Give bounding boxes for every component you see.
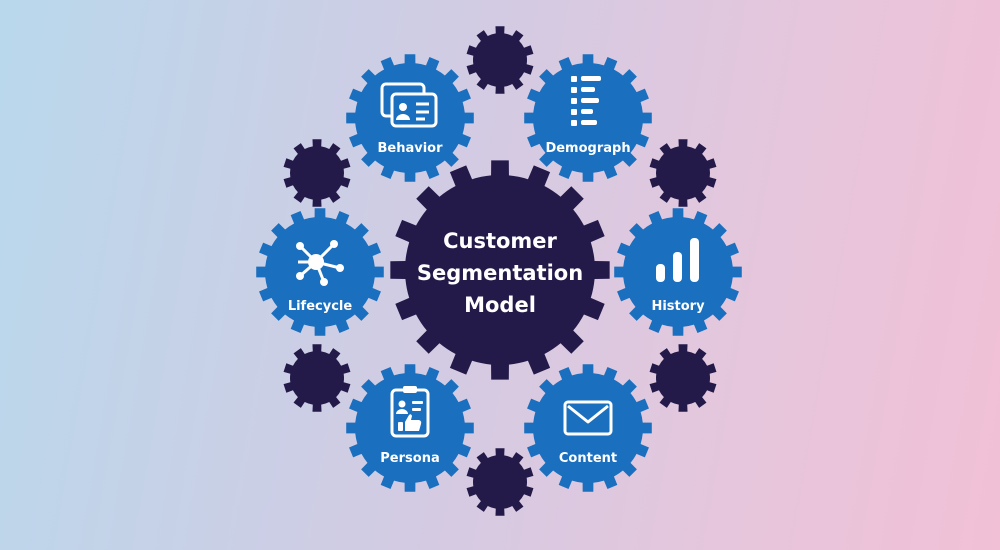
content-gear xyxy=(524,364,652,492)
segment-demograph-label: Demograph xyxy=(545,141,630,156)
demograph-gear xyxy=(524,54,652,182)
segment-persona-label: Persona xyxy=(380,451,439,466)
bar-chart-icon xyxy=(656,238,699,282)
segment-persona[interactable]: Persona xyxy=(346,364,474,492)
segment-content-label: Content xyxy=(559,451,617,466)
envelope-icon xyxy=(563,400,613,436)
segment-content[interactable]: Content xyxy=(524,364,652,492)
segment-behavior[interactable]: Behavior xyxy=(346,54,474,182)
segment-lifecycle-label: Lifecycle xyxy=(288,299,353,314)
small-gear xyxy=(466,448,534,516)
clipboard-thumbs-up-icon xyxy=(390,386,430,438)
segment-history-label: History xyxy=(651,299,705,314)
small-gear xyxy=(283,139,351,207)
center-gear: Customer Segmentation Model xyxy=(390,160,610,380)
network-icon xyxy=(296,240,344,286)
segment-history[interactable]: History xyxy=(614,208,742,336)
profile-cards-icon xyxy=(380,82,438,128)
small-gear xyxy=(466,26,534,94)
center-title-line3: Model xyxy=(464,293,536,317)
segment-demograph[interactable]: Demograph xyxy=(524,54,652,182)
list-icon xyxy=(571,76,601,126)
small-gear xyxy=(649,139,717,207)
small-gear xyxy=(283,344,351,412)
segment-behavior-label: Behavior xyxy=(377,141,443,156)
center-title-line1: Customer xyxy=(443,229,557,253)
center-title-line2: Segmentation xyxy=(417,261,583,285)
small-gear xyxy=(649,344,717,412)
segment-lifecycle[interactable]: Lifecycle xyxy=(256,208,384,336)
